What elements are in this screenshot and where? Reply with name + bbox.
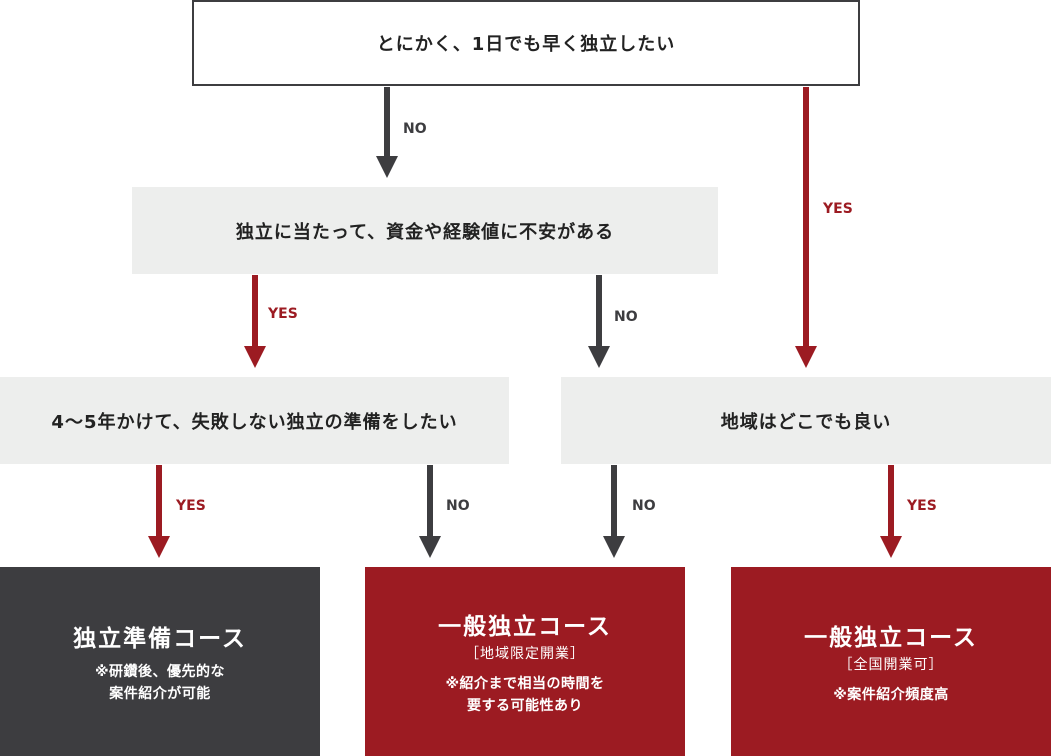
edge-q2-to-q3: YES: [244, 275, 298, 368]
question-text: 地域はどこでも良い: [720, 411, 892, 433]
result-note-line: ※案件紹介頻度高: [833, 686, 949, 703]
result-note-line: 要する可能性あり: [467, 697, 583, 714]
arrow-head: [880, 536, 902, 558]
result-note: ※紹介まで相当の時間を 要する可能性あり: [445, 673, 604, 717]
result-title: 独立準備コース: [73, 625, 247, 652]
edge-label-q3-r2: NO: [446, 498, 470, 514]
arrow-head: [244, 346, 266, 368]
arrow-head: [588, 346, 610, 368]
arrow-head: [148, 536, 170, 558]
question-text: 4～5年かけて、失敗しない独立の準備をしたい: [51, 411, 458, 433]
question-text: 独立に当たって、資金や経験値に不安がある: [235, 221, 615, 243]
edge-q4-to-result-3: YES: [880, 465, 937, 558]
edge-label-q4-r2: NO: [632, 498, 656, 514]
result-title: 一般独立コース: [438, 613, 612, 640]
edge-q1-to-q4: YES: [795, 87, 853, 368]
result-box-general-course-nationwide: 一般独立コース ［全国開業可］ ※案件紹介頻度高: [731, 567, 1051, 756]
edge-label-q1-q4: YES: [822, 201, 853, 217]
result-note: ※研鑽後、優先的な 案件紹介が可能: [95, 661, 225, 705]
question-box-funding-concern: 独立に当たって、資金や経験値に不安がある: [132, 187, 718, 274]
arrow-head: [419, 536, 441, 558]
question-box-preparation-time: 4～5年かけて、失敗しない独立の準備をしたい: [0, 377, 509, 464]
edge-q3-to-result-2: NO: [419, 465, 470, 558]
question-box-early-independence: とにかく、1日でも早く独立したい: [192, 0, 860, 86]
result-note-line: 案件紹介が可能: [109, 685, 211, 702]
edge-q1-to-q2: NO: [376, 87, 427, 178]
result-title: 一般独立コース: [804, 624, 978, 651]
result-box-preparation-course: 独立準備コース ※研鑽後、優先的な 案件紹介が可能: [0, 567, 320, 756]
edge-q3-to-result-1: YES: [148, 465, 206, 558]
result-subtitle: ［全国開業可］: [838, 656, 944, 673]
result-note-line: ※紹介まで相当の時間を: [445, 675, 605, 692]
result-box-general-course-regional: 一般独立コース ［地域限定開業］ ※紹介まで相当の時間を 要する可能性あり: [365, 567, 685, 756]
result-subtitle: ［地域限定開業］: [465, 645, 585, 662]
edge-label-q2-q3: YES: [267, 306, 298, 322]
edge-label-q4-r3: YES: [906, 498, 937, 514]
result-note: ※案件紹介頻度高: [833, 684, 949, 706]
result-note-line: ※研鑽後、優先的な: [94, 663, 226, 680]
edge-label-q3-r1: YES: [175, 498, 206, 514]
edge-q2-to-q4: NO: [588, 275, 638, 368]
question-box-any-region: 地域はどこでも良い: [561, 377, 1051, 464]
arrow-head: [603, 536, 625, 558]
arrow-head: [795, 346, 817, 368]
edge-label-q2-q4: NO: [614, 309, 638, 325]
edge-label-q1-q2: NO: [403, 121, 427, 137]
arrow-head: [376, 156, 398, 178]
question-text: とにかく、1日でも早く独立したい: [376, 34, 676, 55]
edge-q4-to-result-2: NO: [603, 465, 656, 558]
